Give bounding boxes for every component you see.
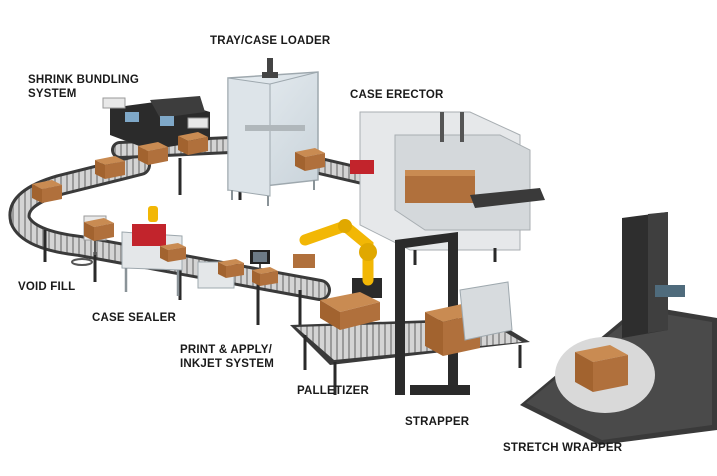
case — [178, 132, 208, 155]
pallet-stack-1 — [320, 292, 380, 330]
cases-on-line — [32, 132, 325, 286]
case — [95, 156, 125, 179]
label-stretch-wrapper: STRETCH WRAPPER — [503, 442, 623, 454]
case — [295, 148, 325, 171]
label-shrink-bundling: SHRINK BUNDLING SYSTEM — [28, 74, 139, 100]
label-palletizer: PALLETIZER — [297, 385, 370, 397]
label-void-fill: VOID FILL — [18, 281, 76, 293]
label-case-erector: CASE ERECTOR — [350, 89, 444, 101]
strapper — [395, 232, 513, 395]
case — [160, 243, 186, 262]
label-strapper: STRAPPER — [405, 416, 470, 428]
case — [32, 180, 62, 203]
case — [138, 142, 168, 165]
case — [84, 218, 114, 241]
label-print-apply: PRINT & APPLY/ INKJET SYSTEM — [180, 344, 274, 370]
case — [252, 267, 278, 286]
pallet-stack-3 — [575, 345, 628, 392]
label-tray-case-loader: TRAY/CASE LOADER — [210, 35, 331, 47]
label-case-sealer: CASE SEALER — [92, 312, 176, 324]
case-erector — [350, 111, 545, 265]
tray-case-loader — [227, 58, 319, 206]
stretch-wrapper — [520, 212, 717, 445]
case — [218, 259, 244, 278]
